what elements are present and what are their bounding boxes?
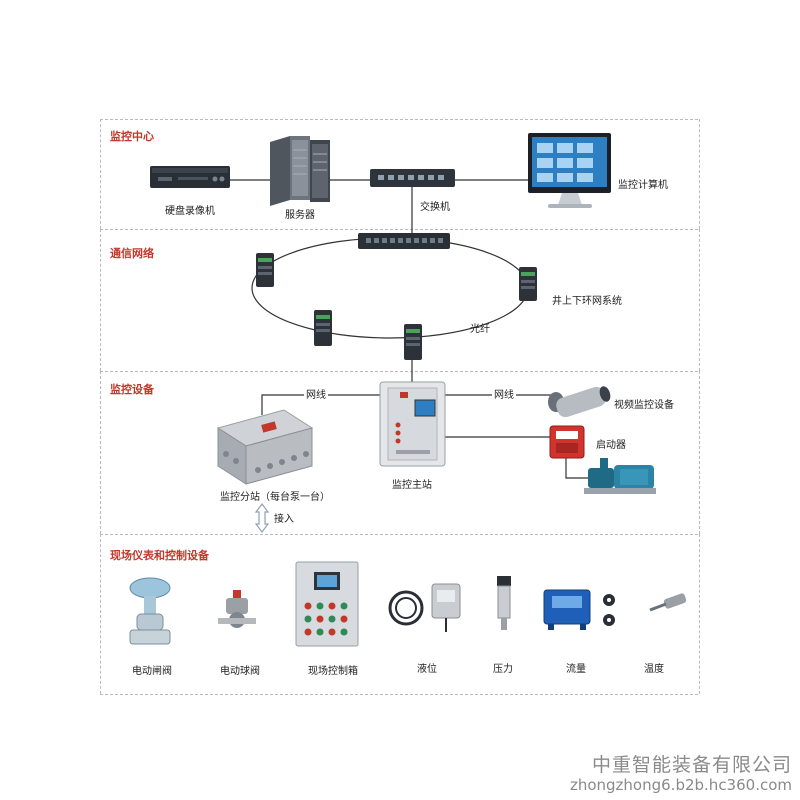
watermark-company: 中重智能装备有限公司: [591, 754, 792, 776]
section-divider-field: [100, 534, 698, 535]
ring-node-bottom-icon: [404, 324, 422, 360]
server-label: 服务器: [285, 210, 315, 221]
liquid-level-label: 液位: [417, 664, 437, 675]
ring-node-right-icon: [519, 267, 537, 301]
switch-top-icon: [370, 169, 455, 187]
cable-left-label: 网线: [304, 386, 328, 401]
section-title-monitoring-center: 监控中心: [110, 130, 154, 143]
section-divider-network: [100, 229, 698, 230]
ring-node-left-icon: [256, 253, 274, 287]
monitor-computer-icon: [528, 133, 611, 208]
section-border-center: [100, 119, 700, 229]
starter-icon: [549, 425, 585, 459]
access-label: 接入: [274, 514, 294, 525]
electric-gate-valve-label: 电动闸阀: [132, 666, 172, 677]
section-border-network: [100, 229, 700, 371]
cable-right-label: 网线: [492, 386, 516, 401]
main-station-icon: [379, 381, 446, 467]
video-camera-icon: [548, 386, 611, 418]
ring-node-bottom-left-icon: [314, 310, 332, 346]
pump-icon: [584, 458, 656, 494]
section-title-monitoring-equipment: 监控设备: [110, 383, 154, 396]
server-icon: [270, 136, 330, 206]
starter-label: 启动器: [596, 440, 626, 451]
section-border-field: [100, 534, 700, 694]
temperature-icon: [649, 593, 687, 612]
liquid-level-icon: [388, 583, 461, 632]
pressure-icon: [497, 576, 511, 630]
video-monitor-label: 视频监控设备: [614, 400, 674, 411]
electric-gate-valve-icon: [129, 577, 171, 645]
monitor-computer-label: 监控计算机: [618, 180, 668, 191]
flow-label: 流量: [566, 664, 586, 675]
flow-icon: [543, 589, 615, 630]
ring-switch-top-icon: [358, 233, 450, 249]
fiber-label: 光纤: [470, 324, 490, 335]
section-title-communication-network: 通信网络: [110, 247, 154, 260]
section-title-field-instruments: 现场仪表和控制设备: [110, 549, 209, 562]
dvr-icon: [150, 166, 230, 188]
section-border-equipment: [100, 371, 700, 534]
field-control-box-label: 现场控制箱: [308, 666, 358, 677]
electric-ball-valve-icon: [218, 590, 256, 628]
ring-system-label: 井上下环网系统: [552, 296, 622, 307]
electric-ball-valve-label: 电动球阀: [220, 666, 260, 677]
section-divider-equipment: [100, 371, 698, 372]
watermark-site: zhongzhong6.b2b.hc360.com: [569, 776, 792, 794]
sub-station-icon: [216, 409, 314, 485]
section-divider-bottom: [100, 694, 698, 695]
section-divider-top: [100, 119, 698, 120]
dvr-label: 硬盘录像机: [165, 206, 215, 217]
pressure-label: 压力: [493, 664, 513, 675]
temperature-label: 温度: [644, 664, 664, 675]
field-control-box-icon: [295, 561, 359, 647]
main-station-label: 监控主站: [392, 480, 432, 491]
center-connection-lines: [230, 179, 528, 235]
sub-station-label: 监控分站（每台泵一台）: [220, 492, 330, 503]
access-arrow-icon: [254, 503, 270, 533]
switch-label: 交换机: [420, 202, 450, 213]
